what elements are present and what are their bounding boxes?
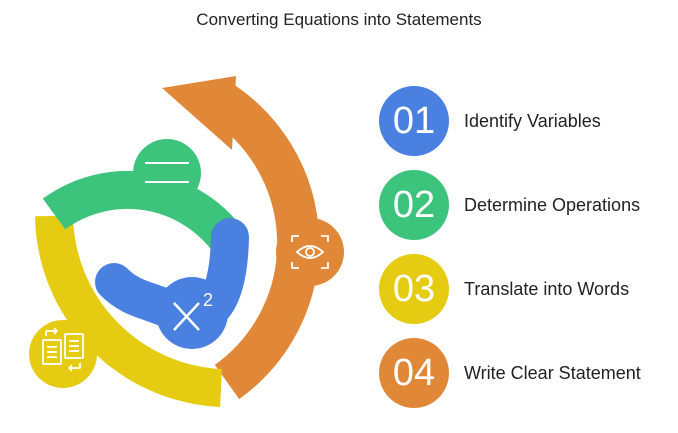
arrowhead <box>162 76 236 150</box>
step-1-label: Identify Variables <box>464 110 601 131</box>
step-1-number: 01 <box>379 86 449 156</box>
step-4: 04 Write Clear Statement <box>379 338 669 408</box>
green-node <box>133 139 201 207</box>
step-4-number: 04 <box>379 338 449 408</box>
step-1: 01 Identify Variables <box>379 86 669 156</box>
step-3: 03 Translate into Words <box>379 254 669 324</box>
yellow-node <box>29 320 97 388</box>
green-arc <box>42 171 243 251</box>
step-2-number: 02 <box>379 170 449 240</box>
x-squared-icon: 2 <box>173 290 213 331</box>
blue-node <box>156 277 228 349</box>
page-title: Converting Equations into Statements <box>196 10 482 29</box>
orange-node <box>276 218 344 286</box>
document-swap-icon <box>42 327 84 372</box>
step-2-label: Determine Operations <box>464 194 641 215</box>
yellow-arc <box>35 215 223 407</box>
exponent-label: 2 <box>203 290 213 310</box>
equals-icon <box>145 162 189 183</box>
step-3-label: Translate into Words <box>464 278 630 299</box>
step-2: 02 Determine Operations <box>379 170 669 240</box>
eye-scan-icon <box>291 235 329 269</box>
step-3-number: 03 <box>379 254 449 324</box>
step-4-label: Write Clear Statement <box>464 362 641 383</box>
